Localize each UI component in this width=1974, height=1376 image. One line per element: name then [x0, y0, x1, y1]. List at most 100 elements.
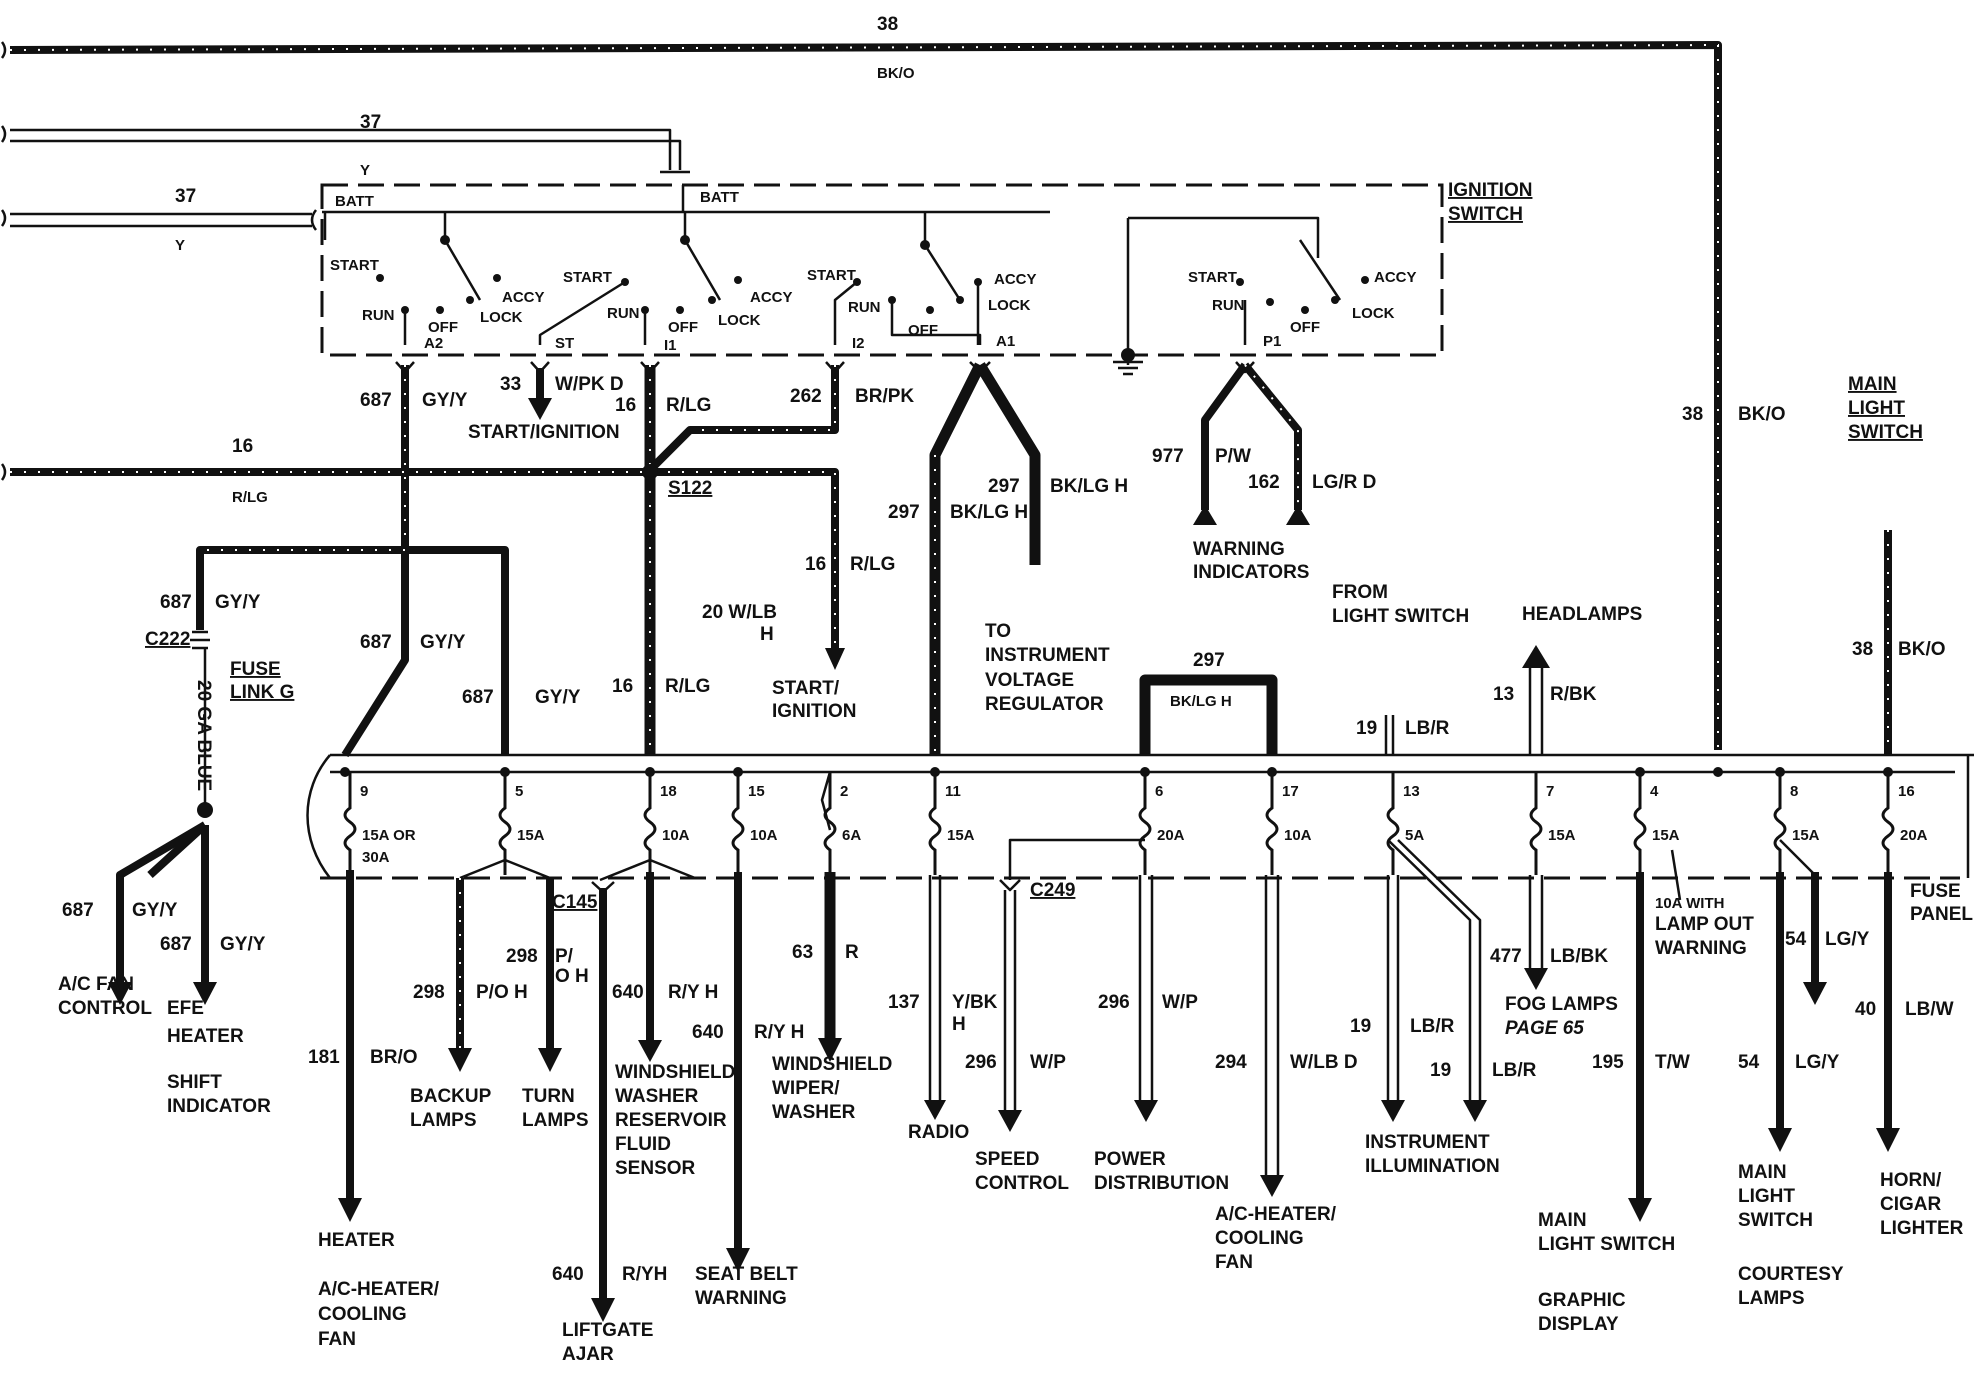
batt-label-2: BATT [700, 189, 739, 206]
wire-687d-number: 687 [360, 632, 392, 653]
ac-heater-label-3: FAN [318, 1329, 356, 1350]
wire-37-upper [0, 125, 690, 174]
fuse-symbol [1265, 772, 1279, 875]
fuse-symbol [1386, 772, 1400, 875]
wire-16b-number: 16 [232, 436, 253, 457]
wire-16-i1 [640, 361, 660, 755]
wire-19-number: 19 [1356, 718, 1377, 739]
fuse-symbol [1881, 772, 1895, 875]
terminal-a1: A1 [996, 333, 1015, 350]
wire-19b-color: LB/R [1492, 1060, 1537, 1081]
windshield-washer-label: WINDSHIELD [615, 1062, 735, 1083]
backup-lamps-label: BACKUP [410, 1086, 492, 1107]
wire-19 [1384, 715, 1395, 755]
ac-heater-2-label-3: FAN [1215, 1252, 1253, 1273]
wire-54a-number: 54 [1785, 929, 1807, 950]
wire-16-number: 16 [615, 395, 636, 416]
wire-38r-color: BK/O [1738, 404, 1786, 425]
fuse-rating: 6A [842, 827, 861, 844]
fuse-symbol [343, 772, 357, 875]
heater-label: HEATER [318, 1230, 395, 1251]
fuse-symbol [731, 772, 745, 875]
lock-label-3: LOCK [988, 297, 1031, 314]
courtesy-lamps-label-2: LAMPS [1738, 1288, 1805, 1309]
wire-40-number: 40 [1855, 999, 1876, 1020]
start-ignition-2-label: START/ [772, 678, 840, 699]
warning-indicators-label: WARNING [1193, 539, 1285, 560]
wire-19a-number: 19 [1350, 1016, 1371, 1037]
shift-indicator-label: SHIFT [167, 1072, 222, 1093]
wire-298b-color: P/ [555, 946, 574, 967]
off-label-4: OFF [1290, 319, 1320, 336]
wire-16-color: R/LG [666, 395, 711, 416]
wire-296a-color: W/P [1030, 1052, 1066, 1073]
wire-19a-color: LB/R [1410, 1016, 1455, 1037]
ignition-switch-title: IGNITION [1448, 180, 1532, 201]
wire-298-color: P/O H [476, 982, 528, 1003]
to-instrument-label-2: INSTRUMENT [985, 645, 1110, 666]
terminal-i1: I1 [664, 337, 677, 354]
wire-181-color: BR/O [370, 1047, 418, 1068]
fuse-number: 13 [1403, 783, 1420, 800]
terminal-st: ST [555, 335, 574, 352]
fuse-number: 8 [1790, 783, 1798, 800]
fuse-link-label-2: LINK G [230, 682, 294, 703]
seat-belt-label: SEAT BELT [695, 1264, 798, 1285]
efe-heater-label-2: HEATER [167, 1026, 244, 1047]
start-label-3: START [807, 267, 856, 284]
wire-37b-number: 37 [175, 186, 196, 207]
wire-54a-color: LG/Y [1825, 929, 1870, 950]
wire-19-color: LB/R [1405, 718, 1450, 739]
wire-16b-color: R/LG [232, 489, 268, 506]
wire-640c-color: R/YH [622, 1264, 667, 1285]
windshield-washer-label-5: SENSOR [615, 1158, 696, 1179]
wire-687 [395, 361, 415, 550]
main-light-switch-2-label-2: LIGHT [1738, 1186, 1795, 1207]
wire-294-number: 294 [1215, 1052, 1247, 1073]
start-label: START [330, 257, 379, 274]
to-instrument-label: TO [985, 621, 1011, 642]
shift-indicator-label-2: INDICATOR [167, 1096, 271, 1117]
connector-c249: C249 [1030, 880, 1075, 901]
fuse-panel [306, 753, 1974, 880]
wire-297c-number: 297 [1193, 650, 1225, 671]
wire-687e-number: 687 [462, 687, 494, 708]
wire-38r-number: 38 [1682, 404, 1703, 425]
off-label-3: OFF [908, 322, 938, 339]
liftgate-label-2: AJAR [562, 1344, 614, 1365]
turn-lamps-label-2: LAMPS [522, 1110, 589, 1131]
fuse-number: 6 [1155, 783, 1163, 800]
wire-13 [1522, 645, 1550, 755]
instrument-illumination-label-2: ILLUMINATION [1365, 1156, 1500, 1177]
wire-298b-number: 298 [506, 946, 538, 967]
output-wires [338, 771, 1900, 1322]
ac-fan-control-label-2: CONTROL [58, 998, 152, 1019]
power-distribution-label-2: DISTRIBUTION [1094, 1173, 1229, 1194]
windshield-washer-label-3: RESERVOIR [615, 1110, 727, 1131]
fuse-panel-label: FUSE [1910, 881, 1961, 902]
wire-33-number: 33 [500, 374, 521, 395]
wire-54b-number: 54 [1738, 1052, 1760, 1073]
wire-37-lower [0, 209, 318, 231]
warning-indicators-label-2: INDICATORS [1193, 562, 1309, 583]
turn-lamps-label: TURN [522, 1086, 575, 1107]
wire-37a-color: Y [360, 162, 370, 179]
wire-298-number: 298 [413, 982, 445, 1003]
windshield-washer-label-4: FLUID [615, 1134, 671, 1155]
fuse-rating: 10A [1284, 827, 1312, 844]
wire-977-162 [1193, 361, 1310, 525]
ac-heater-label: A/C-HEATER/ [318, 1279, 440, 1300]
accy-label-4: ACCY [1374, 269, 1417, 286]
wire-977-color: P/W [1215, 446, 1251, 467]
fuse-number: 17 [1282, 783, 1299, 800]
terminal-i2: I2 [852, 335, 865, 352]
fuse-rating: 15A OR [362, 827, 416, 844]
wire-296a-number: 296 [965, 1052, 997, 1073]
terminal-p1: P1 [1263, 333, 1281, 350]
wire-38-top [0, 41, 1722, 750]
